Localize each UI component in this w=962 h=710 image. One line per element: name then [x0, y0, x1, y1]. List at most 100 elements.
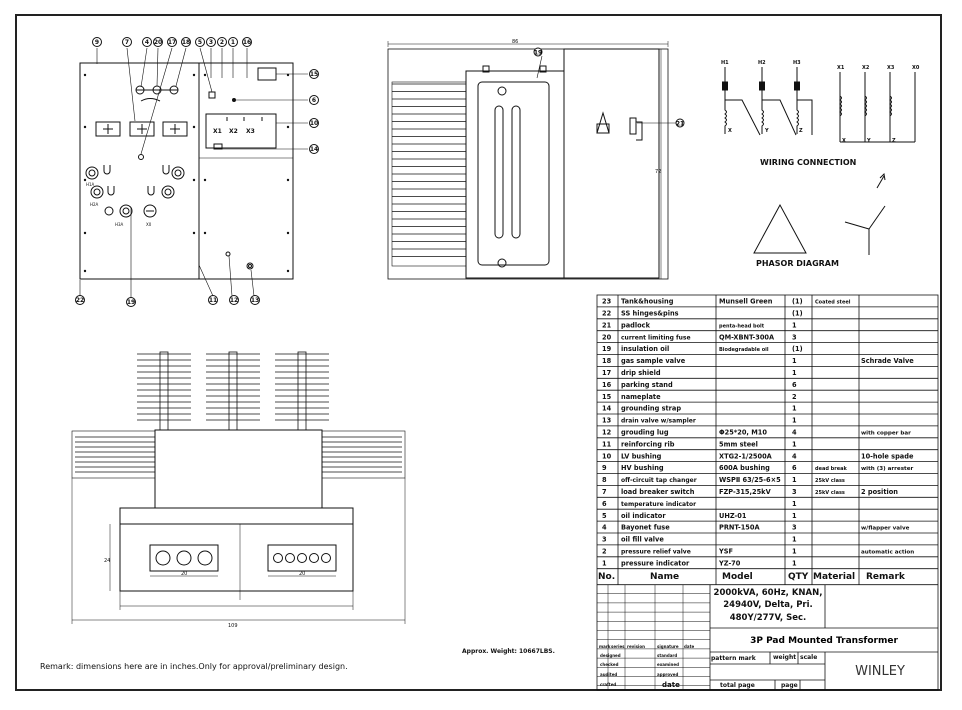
- bom-no: 19: [602, 345, 612, 353]
- header-name: Name: [650, 572, 679, 582]
- front-rivets: [83, 73, 290, 273]
- phasor-diagram: [753, 172, 886, 255]
- bom-model: XTG2-1/2500A: [719, 452, 773, 460]
- svg-text:19: 19: [127, 299, 135, 306]
- bom-name: LV bushing: [621, 452, 662, 460]
- bom-no: 18: [602, 357, 612, 365]
- coil-x: X: [728, 128, 732, 134]
- bom-qty: 3: [792, 524, 797, 532]
- wiring-diagram: [722, 67, 916, 143]
- callout-front-14: 14: [309, 144, 319, 154]
- bom-no: 17: [602, 369, 612, 377]
- bom-qty: 4: [792, 429, 797, 437]
- bottom-radiator-fins: [75, 351, 402, 473]
- bom-no: 2: [602, 548, 607, 556]
- bom-name: parking stand: [621, 381, 673, 389]
- bom-qty: 4: [792, 452, 797, 460]
- svg-text:16: 16: [243, 39, 251, 46]
- wiring-connection-title: WIRING CONNECTION: [760, 158, 857, 167]
- bom-no: 21: [602, 321, 612, 329]
- tb-weight: weight: [773, 654, 796, 661]
- coil-sec-x: X: [842, 138, 846, 144]
- bom-qty: (1): [792, 298, 803, 306]
- company-name: WINLEY: [855, 664, 905, 679]
- svg-text:4: 4: [145, 39, 149, 46]
- bom-no: 13: [602, 417, 612, 425]
- svg-text:19: 19: [534, 50, 542, 57]
- front-view-outline: [79, 62, 294, 280]
- dim-side-width: 86: [512, 39, 518, 45]
- bom-model: Φ25*20, M10: [719, 429, 767, 437]
- bom-material: 25kV class: [815, 478, 845, 484]
- tb-revision: revision: [627, 644, 645, 649]
- coil-y: Y: [764, 128, 769, 134]
- product-title: 3P Pad Mounted Transformer: [750, 636, 898, 646]
- callout-front-5: 5: [195, 37, 205, 47]
- tb-page: page: [781, 682, 798, 689]
- tb-designed: designed: [600, 653, 621, 658]
- header-remark: Remark: [866, 572, 906, 582]
- dim-side-height: 72: [655, 169, 661, 175]
- svg-text:12: 12: [230, 297, 238, 304]
- spec-line-2: 24940V, Delta, Pri.: [723, 600, 813, 610]
- callout-front-1: 1: [228, 37, 238, 47]
- bom-qty: 1: [792, 357, 797, 365]
- bom-qty: 1: [792, 321, 797, 329]
- callout-front-3: 3: [206, 37, 216, 47]
- terminal-x0: X0: [912, 65, 920, 71]
- bom-model: Munsell Green: [719, 298, 773, 306]
- svg-text:10: 10: [310, 120, 318, 127]
- bom-name: HV bushing: [621, 464, 664, 472]
- title-block-labels: mark series revision signature date desi…: [599, 644, 694, 687]
- bom-name: SS hinges&pins: [621, 310, 679, 318]
- label-x2: X2: [229, 128, 238, 135]
- side-cabinet: [563, 48, 660, 279]
- svg-text:2: 2: [220, 39, 224, 46]
- bom-model: 600A bushing: [719, 464, 770, 472]
- svg-text:15: 15: [310, 71, 318, 78]
- wye-phasor-a: [844, 221, 870, 230]
- bom-model: QM-XBNT-300A: [719, 333, 775, 341]
- bom-model: YSF: [718, 548, 733, 556]
- bom-name: reinforcing rib: [621, 440, 675, 448]
- tb-approved: approved: [657, 672, 678, 677]
- label-x3: X3: [246, 128, 255, 135]
- tb-pattern-mark: pattern mark: [711, 655, 757, 662]
- bom-qty: (1): [792, 345, 803, 353]
- bom-header: No. Name Model QTY Material Remark: [598, 572, 906, 582]
- svg-text:7: 7: [125, 39, 129, 46]
- tb-checked: checked: [600, 662, 619, 667]
- spec-line-3: 480Y/277V, Sec.: [730, 613, 807, 623]
- terminal-h2: H2: [758, 60, 766, 66]
- bottom-labels: 109 20 20 24: [104, 558, 305, 629]
- svg-text:5: 5: [198, 39, 202, 46]
- bom-name: temperature indicator: [621, 501, 696, 508]
- bom-remark: Schrade Valve: [861, 357, 914, 365]
- tb-date: date: [662, 681, 680, 689]
- wye-phasor-b: [868, 205, 886, 230]
- callout-front-22: 22: [75, 295, 85, 305]
- coil-z: Z: [799, 128, 803, 134]
- bom-remark: with copper bar: [861, 431, 911, 437]
- tb-audited: audited: [600, 672, 617, 677]
- label-h2a: H2A: [90, 202, 99, 207]
- bom-qty: 1: [792, 405, 797, 413]
- spec-block: 2000kVA, 60Hz, KNAN, 24940V, Delta, Pri.…: [714, 588, 823, 623]
- bom-material: Coated steel: [815, 300, 851, 306]
- callout-front-11: 11: [208, 295, 218, 305]
- bom-remark: 2 position: [861, 488, 898, 496]
- bom-name: grounding strap: [621, 405, 681, 413]
- bottom-hv-box: [149, 544, 219, 572]
- callout-front-10: 10: [309, 118, 319, 128]
- svg-text:3: 3: [209, 39, 213, 46]
- tb-total-page: total page: [720, 682, 755, 689]
